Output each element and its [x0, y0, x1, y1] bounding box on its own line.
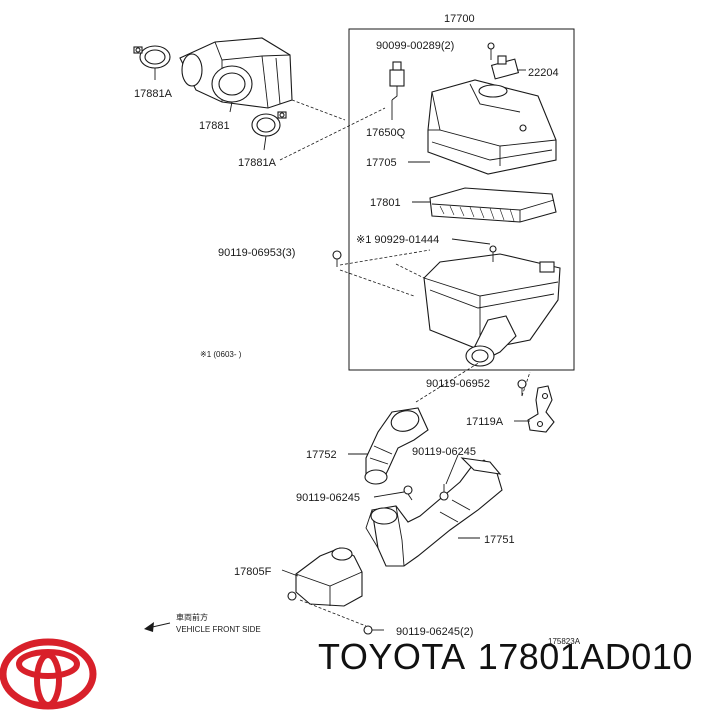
label-17805f: 17805F	[234, 566, 272, 578]
air-cleaner-case	[423, 245, 561, 367]
label-90119-06953: 90119-06953(3)	[218, 247, 295, 259]
filter-element-17801	[429, 187, 557, 223]
label-17119a: 17119A	[466, 416, 504, 428]
bolt-90119-06245-b	[439, 484, 449, 501]
assembly-box	[348, 28, 575, 371]
label-17881: 17881	[199, 120, 230, 132]
vehicle-front-arrow	[144, 622, 171, 632]
label-front-jp: 車両前方	[176, 612, 208, 622]
label-front-en: VEHICLE FRONT SIDE	[176, 625, 261, 634]
resonator-17805f	[287, 547, 363, 607]
label-note: ※1 (0603- )	[200, 350, 242, 359]
hose-17752	[364, 407, 429, 485]
bolt-90119-06953	[332, 250, 342, 267]
sensor-17650q	[389, 61, 405, 101]
label-90119-06245-b: 90119-06245	[296, 492, 360, 504]
hose-clamp-17881a-bottom	[251, 111, 287, 137]
label-drawing-number: 175823A	[548, 637, 581, 646]
bracket-17119a	[527, 385, 555, 433]
toyota-logo	[0, 638, 97, 710]
label-90119-06952: 90119-06952	[426, 378, 490, 390]
label-17650q: 17650Q	[366, 127, 406, 139]
label-17752: 17752	[306, 449, 337, 461]
label-17801: 17801	[370, 197, 401, 209]
label-17700: 17700	[444, 13, 475, 25]
part-caption: TOYOTA 17801AD010	[318, 636, 705, 678]
air-hose-17881	[179, 37, 293, 109]
label-90119-06245-2: 90119-06245(2)	[396, 626, 473, 638]
bolt-90119-06245-2	[363, 625, 384, 635]
brand-name: TOYOTA	[318, 636, 466, 677]
label-17881a-bottom: 17881A	[238, 157, 277, 169]
label-90119-06245-a: 90119-06245	[412, 446, 476, 458]
bolt-90119-06245-a	[403, 485, 413, 501]
hose-clamp-17881a-top	[133, 45, 171, 69]
air-cleaner-cap-17705	[427, 79, 557, 175]
label-22204: 22204	[528, 67, 559, 79]
label-17881a-top: 17881A	[134, 88, 173, 100]
bolt-90119-06952	[517, 379, 527, 396]
bolt-90099	[487, 42, 495, 60]
label-17705: 17705	[366, 157, 397, 169]
sensor-22204	[490, 55, 520, 80]
label-90929-01444: ※1 90929-01444	[356, 234, 439, 246]
part-number: 17801AD010	[477, 636, 693, 677]
label-17751: 17751	[484, 534, 515, 546]
label-90099-00289: 90099-00289(2)	[376, 40, 454, 52]
intake-duct-17751	[365, 457, 503, 567]
